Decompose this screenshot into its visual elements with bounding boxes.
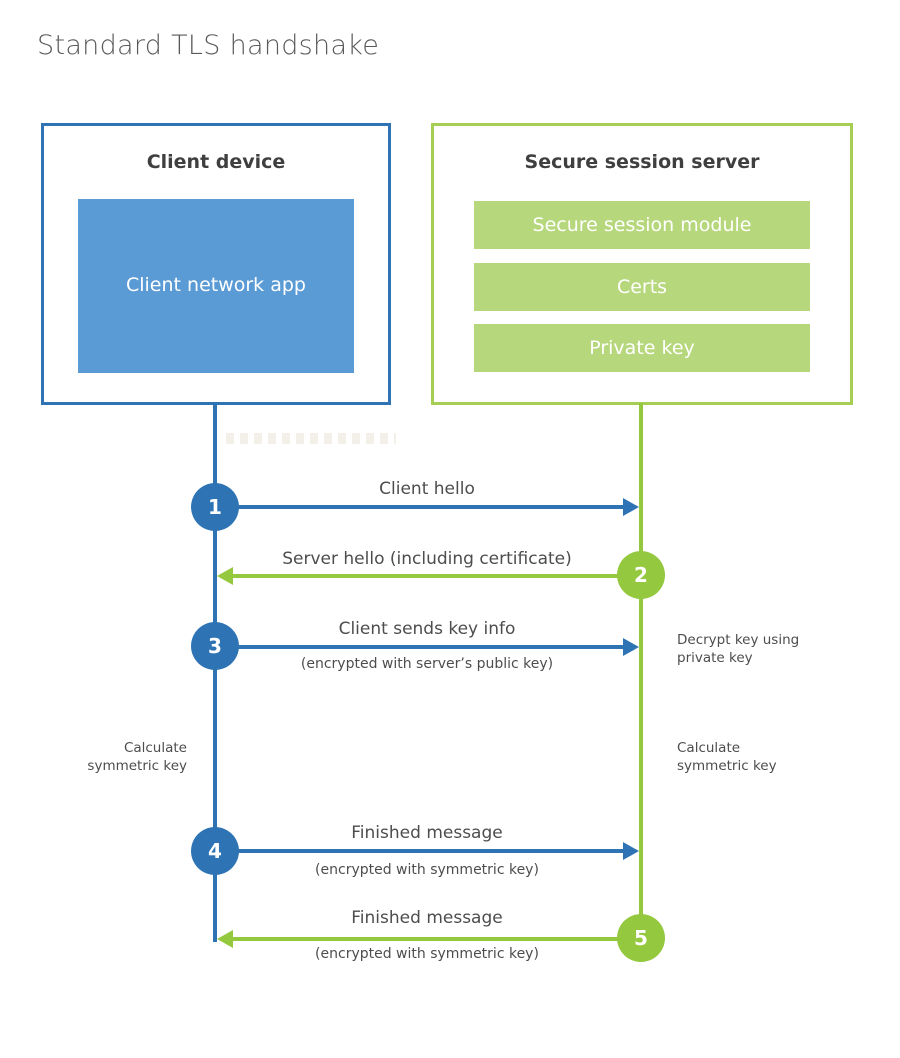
note-decrypt-key: Decrypt key using private key (677, 632, 800, 666)
client-network-app-box: Client network app (78, 199, 354, 373)
step-badge-1: 1 (191, 483, 239, 531)
step-badge-4: 4 (191, 827, 239, 875)
message-label-client-key-info: Client sends key info (338, 619, 516, 639)
arrow-client-key-info (215, 638, 639, 656)
server-module-private-key: Private key (474, 324, 810, 372)
message-label-finished-client: Finished message (351, 823, 503, 843)
server-module-certs: Certs (474, 263, 810, 311)
message-sub-client-key-info: (encrypted with server’s public key) (300, 656, 554, 672)
note-calculate-symmetric-key-server: Calculate symmetric key (677, 740, 777, 774)
step-badge-5: 5 (617, 914, 665, 962)
client-lifeline (213, 403, 217, 942)
message-label-finished-server: Finished message (351, 908, 503, 928)
arrow-finished-server (217, 930, 641, 948)
message-sub-finished-client: (encrypted with symmetric key) (315, 862, 539, 878)
client-device-title: Client device (146, 151, 286, 173)
note-calculate-symmetric-key-client: Calculate symmetric key (87, 740, 187, 774)
arrowhead-left-icon (217, 567, 233, 585)
server-module-secure-session: Secure session module (474, 201, 810, 249)
arrowhead-right-icon (623, 842, 639, 860)
arrowhead-right-icon (623, 638, 639, 656)
page-title: Standard TLS handshake (37, 30, 380, 61)
message-sub-finished-server: (encrypted with symmetric key) (315, 946, 539, 962)
message-label-client-hello: Client hello (379, 479, 475, 499)
server-lifeline (639, 403, 643, 940)
arrow-server-hello (217, 567, 641, 585)
arrowhead-right-icon (623, 498, 639, 516)
message-label-server-hello: Server hello (including certificate) (282, 549, 572, 569)
arrow-client-hello (215, 498, 639, 516)
arrowhead-left-icon (217, 930, 233, 948)
step-badge-2: 2 (617, 551, 665, 599)
faint-dashed-line (226, 433, 396, 444)
arrow-finished-client (215, 842, 639, 860)
step-badge-3: 3 (191, 622, 239, 670)
secure-session-server-title: Secure session server (524, 151, 760, 173)
